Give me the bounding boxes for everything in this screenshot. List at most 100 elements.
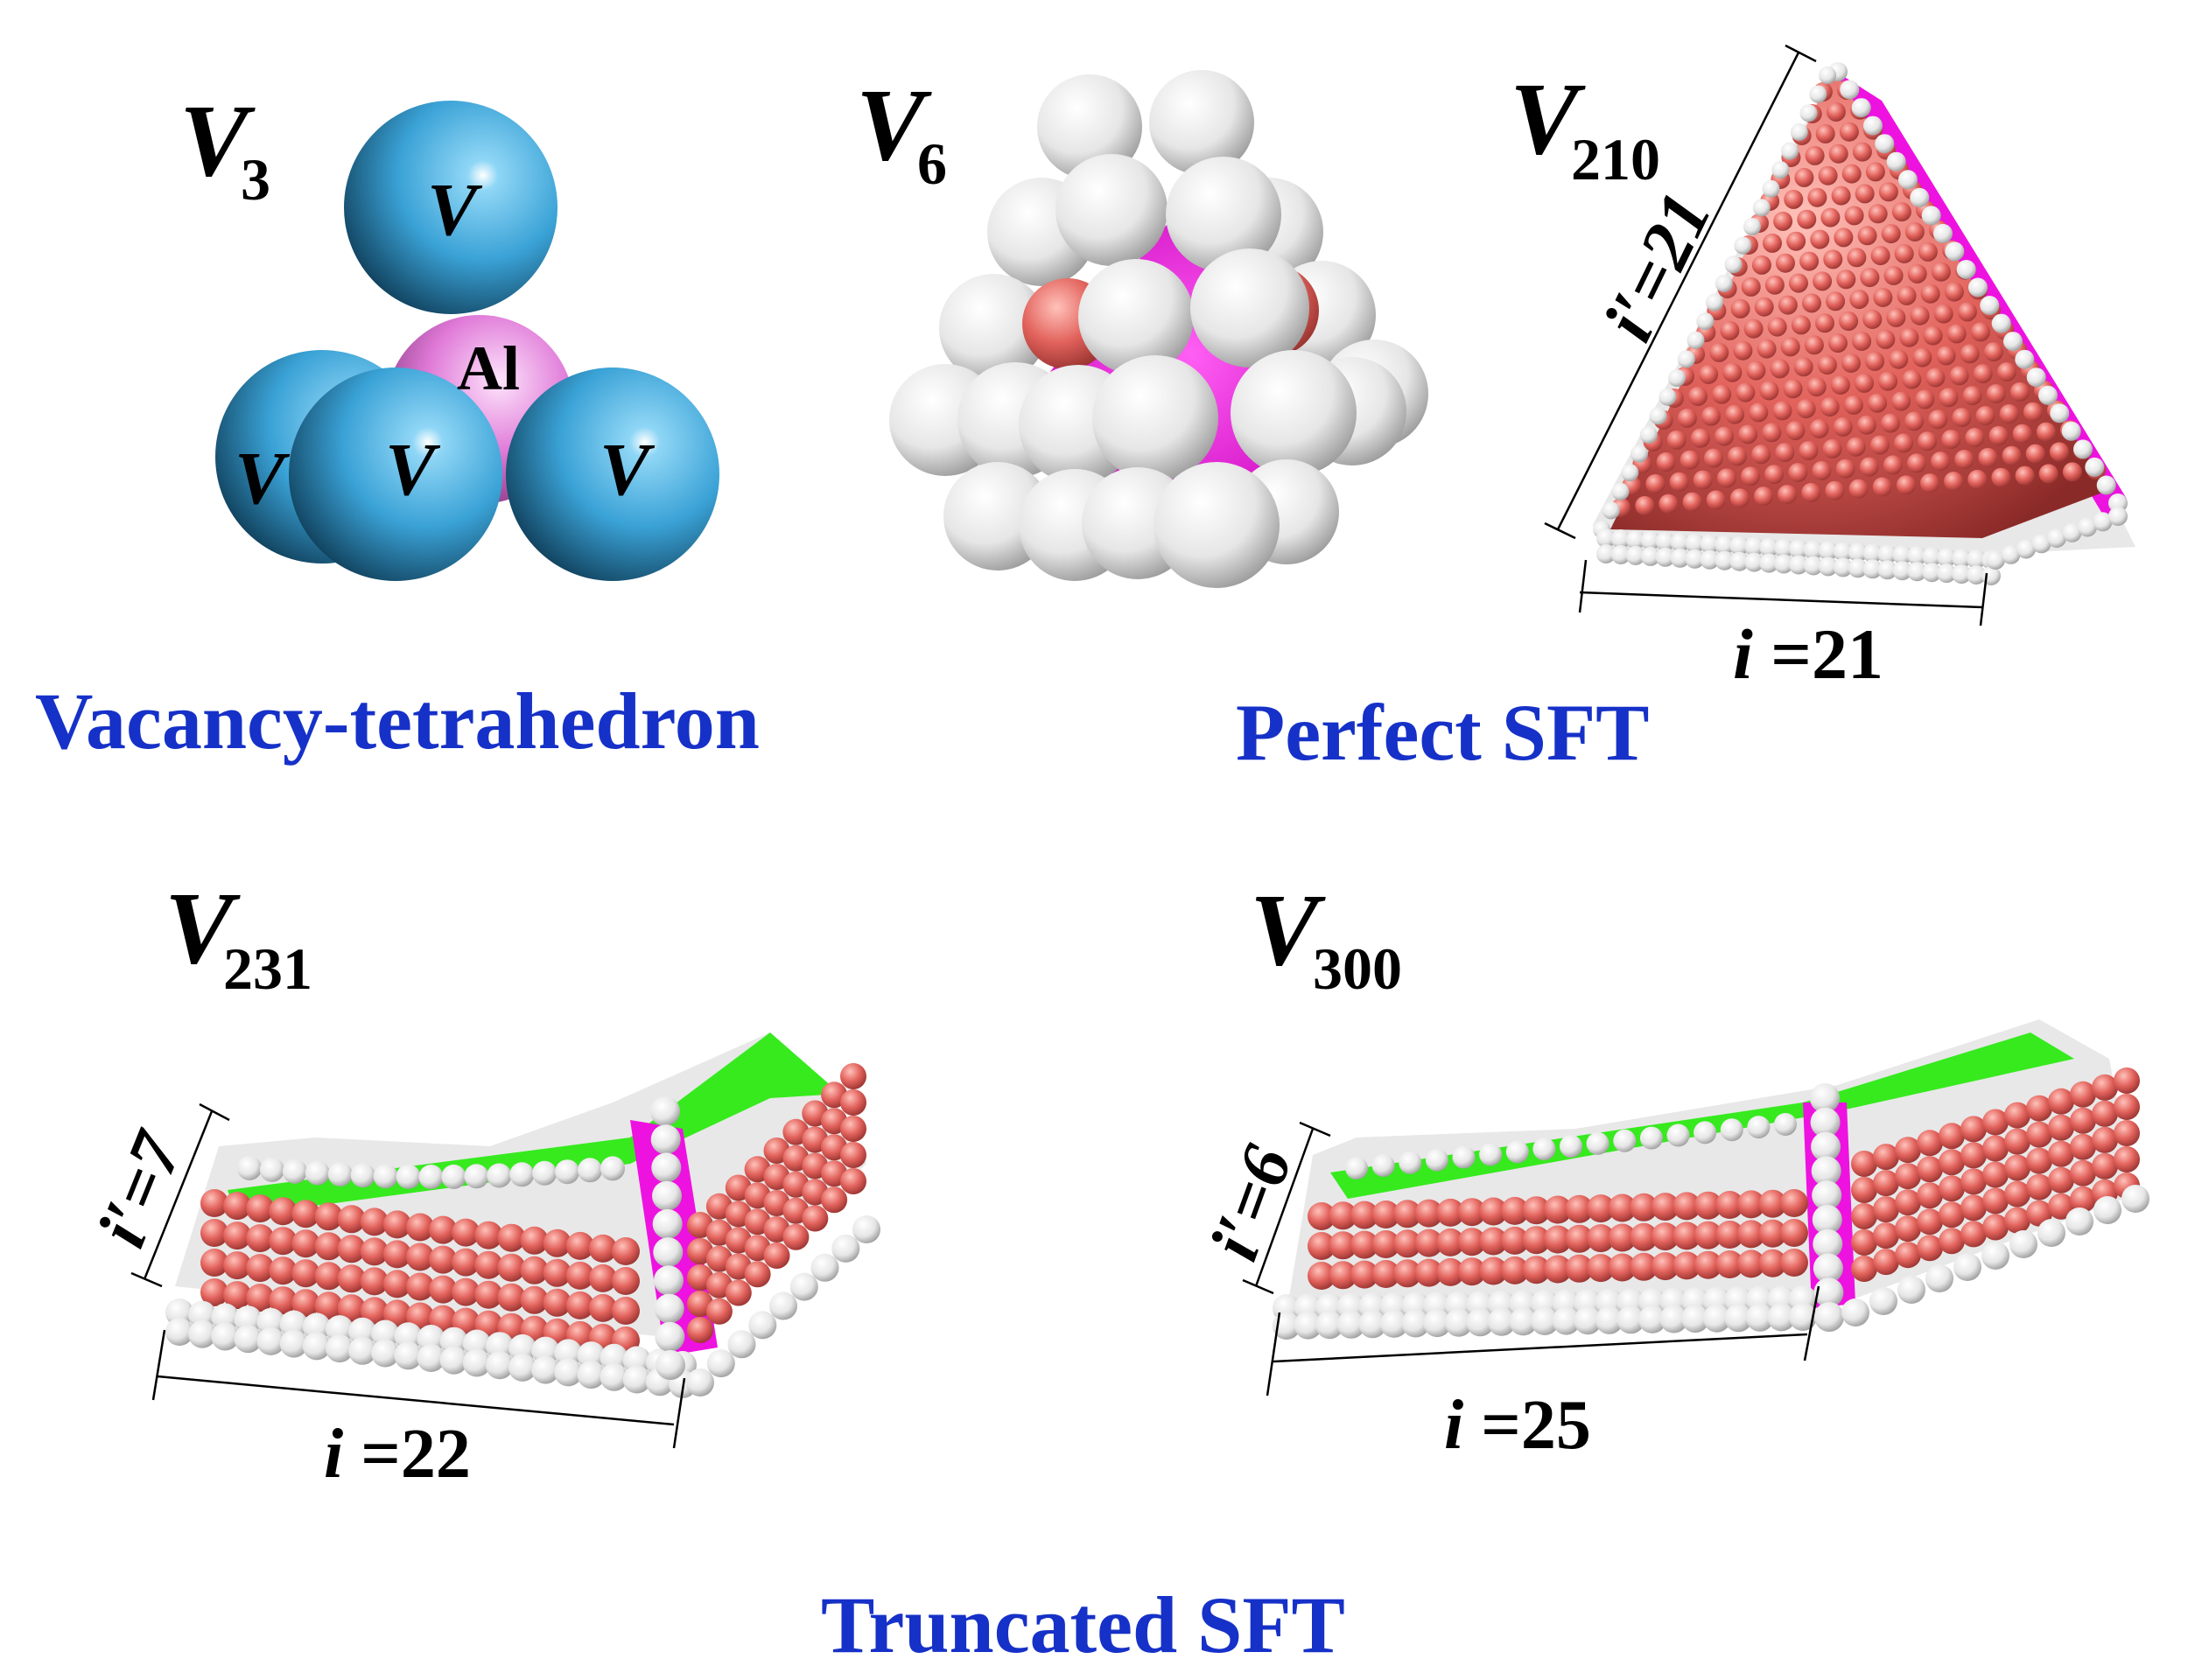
red-atom bbox=[2026, 1147, 2052, 1174]
white-atom bbox=[1720, 1118, 1743, 1142]
red-atom bbox=[2048, 1193, 2074, 1220]
red-atom bbox=[246, 1194, 275, 1223]
red-atom bbox=[1873, 1222, 1899, 1250]
red-atom bbox=[1791, 315, 1811, 335]
white-atom bbox=[1897, 1276, 1925, 1304]
white-atom bbox=[327, 1162, 353, 1186]
red-atom bbox=[1725, 404, 1745, 424]
red-atom bbox=[1895, 1137, 1921, 1164]
white-atom bbox=[462, 1348, 491, 1377]
red-atom bbox=[840, 1089, 866, 1116]
white-atom bbox=[656, 1350, 685, 1380]
white-atom bbox=[1231, 350, 1357, 476]
white-atom bbox=[1744, 552, 1764, 572]
red-atom bbox=[1673, 1192, 1701, 1221]
red-atom bbox=[1960, 1221, 1987, 1248]
red-atom bbox=[406, 1213, 434, 1242]
red-atom bbox=[1852, 142, 1872, 162]
dim-label-i-25: i =25 bbox=[1444, 1387, 1591, 1464]
red-atom bbox=[1859, 457, 1879, 477]
white-atom bbox=[1848, 558, 1868, 578]
red-atom bbox=[2092, 1074, 2118, 1101]
red-atom bbox=[1982, 1161, 2009, 1188]
white-atom bbox=[464, 1164, 489, 1189]
red-atom bbox=[1939, 1149, 1965, 1176]
white-atom bbox=[1610, 545, 1630, 564]
red-atom bbox=[2026, 1200, 2052, 1227]
red-atom bbox=[497, 1283, 526, 1312]
red-atom bbox=[1833, 416, 1853, 437]
white-atom bbox=[1444, 1308, 1473, 1337]
red-atom bbox=[543, 1258, 572, 1287]
red-atom bbox=[1822, 438, 1842, 458]
red-atom bbox=[1970, 322, 1990, 342]
white-atom bbox=[418, 1165, 444, 1189]
white-atom bbox=[2015, 349, 2035, 369]
red-atom bbox=[1928, 410, 1948, 430]
white-atom bbox=[1907, 546, 1927, 566]
white-atom bbox=[487, 1163, 512, 1188]
red-atom bbox=[1982, 1135, 2009, 1162]
red-atom bbox=[1982, 1187, 2009, 1214]
white-atom bbox=[1759, 537, 1779, 557]
white-atom bbox=[1466, 1308, 1495, 1337]
white-atom bbox=[2093, 512, 2113, 532]
red-atom bbox=[612, 1237, 640, 1265]
red-atom bbox=[223, 1192, 252, 1221]
red-atom bbox=[1522, 1196, 1551, 1225]
red-atom bbox=[2004, 1154, 2030, 1181]
red-atom bbox=[1876, 329, 1896, 349]
white-atom bbox=[439, 1346, 468, 1375]
red-atom bbox=[2038, 464, 2058, 484]
white-atom bbox=[1986, 550, 2005, 570]
white-atom bbox=[259, 1157, 284, 1182]
red-atom bbox=[223, 1251, 252, 1280]
red-atom bbox=[1828, 144, 1848, 164]
red-atom bbox=[1844, 206, 1864, 226]
white-atom bbox=[1886, 151, 1906, 172]
red-atom bbox=[1839, 122, 1859, 142]
label-v300-main: V bbox=[1250, 872, 1326, 987]
red-atom bbox=[1986, 384, 2006, 403]
red-atom bbox=[1799, 441, 1819, 460]
red-atom bbox=[1666, 430, 1687, 450]
red-atom bbox=[1436, 1198, 1465, 1227]
white-atom bbox=[1586, 1131, 1609, 1155]
white-atom bbox=[1336, 1310, 1365, 1339]
red-atom bbox=[1852, 332, 1872, 351]
red-atom bbox=[1967, 469, 1988, 489]
red-atom bbox=[1736, 1220, 1765, 1249]
white-atom bbox=[1670, 548, 1690, 568]
red-atom bbox=[1801, 482, 1821, 502]
red-atom bbox=[840, 1142, 866, 1168]
red-atom-rows bbox=[200, 1189, 640, 1354]
red-atom bbox=[1645, 473, 1666, 494]
red-atom bbox=[1836, 270, 1856, 290]
white-atom bbox=[1640, 530, 1660, 550]
red-atom bbox=[1944, 472, 1964, 491]
white-atom bbox=[1616, 1306, 1645, 1334]
red-atom bbox=[1436, 1228, 1465, 1256]
white-atom bbox=[1813, 1278, 1844, 1308]
red-atom bbox=[1743, 318, 1764, 339]
white-atom bbox=[1655, 547, 1675, 567]
red-atom bbox=[588, 1264, 617, 1292]
white-atom bbox=[1611, 482, 1630, 500]
white-atom bbox=[326, 1315, 354, 1344]
red-atom bbox=[1851, 1151, 1877, 1177]
red-atom bbox=[1915, 389, 1935, 410]
white-atom bbox=[485, 1332, 514, 1361]
red-atom bbox=[1910, 305, 1930, 326]
red-atom bbox=[1778, 295, 1798, 315]
red-atom bbox=[1873, 1196, 1899, 1223]
white-atom bbox=[651, 1152, 682, 1183]
white-atom bbox=[211, 1303, 240, 1332]
red-atom bbox=[1988, 425, 2009, 445]
red-atom bbox=[1754, 486, 1773, 507]
white-atom bbox=[1315, 1311, 1344, 1340]
red-atom bbox=[1716, 468, 1736, 488]
white-atom bbox=[1789, 1303, 1817, 1331]
white-atom bbox=[1925, 1264, 1953, 1292]
white-atom bbox=[1967, 550, 1987, 569]
red-atom bbox=[452, 1248, 480, 1277]
